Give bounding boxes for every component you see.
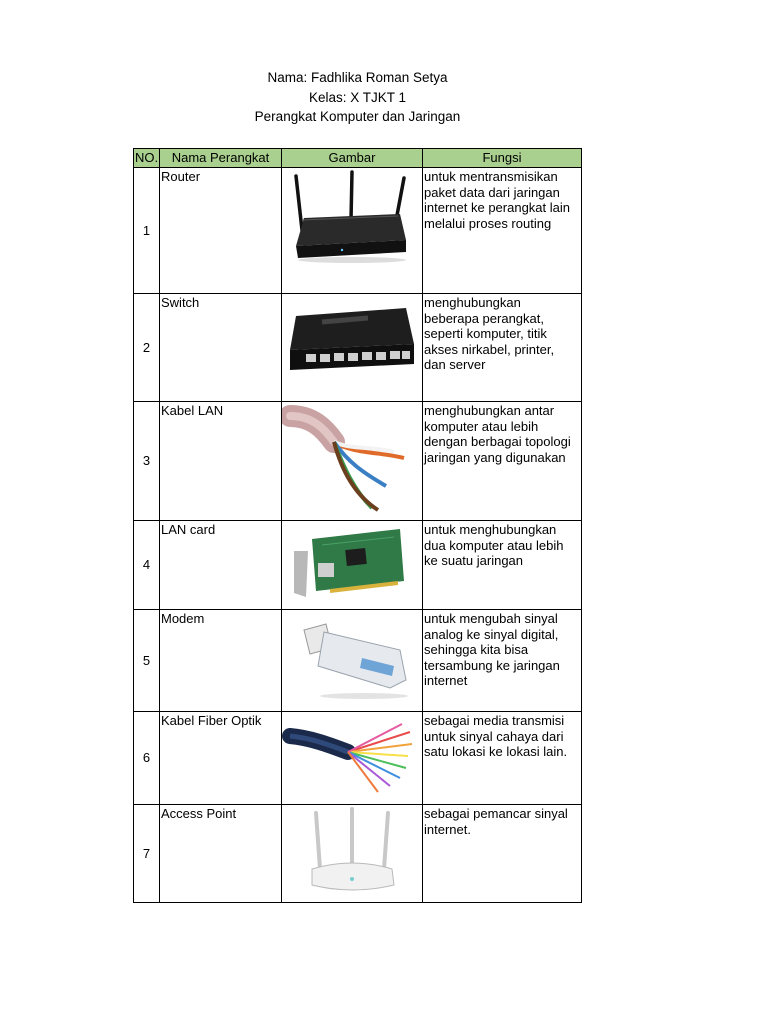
device-name: Router [159,167,282,294]
device-name: Kabel LAN [159,401,282,521]
row-number: 5 [133,609,160,712]
fiber-optic-cable-icon [282,712,421,803]
student-class: Kelas: X TJKT 1 [308,90,407,105]
row-number: 6 [133,711,160,805]
row-number: 3 [133,401,160,521]
lan-cable-icon [282,402,421,519]
device-table: NO. Nama Perangkat Gambar Fungsi 1 Route… [133,148,582,903]
table-row: 6 Kabel Fiber Optik se [133,711,582,805]
device-function: untuk mentransmisikan paket data dari ja… [422,167,582,294]
access-point-icon [282,805,421,901]
col-header-image: Gambar [281,148,423,168]
table-header-row: NO. Nama Perangkat Gambar Fungsi [133,148,582,168]
table-row: 1 Router untuk mentransmisika [133,167,582,294]
device-name: Access Point [159,804,282,903]
row-number: 2 [133,293,160,402]
usb-modem-icon [282,610,421,710]
col-header-function: Fungsi [422,148,582,168]
device-name: LAN card [159,520,282,610]
lan-card-icon [282,521,421,609]
device-function: untuk mengubah sinyal analog ke sinyal d… [422,609,582,712]
device-function: sebagai media transmisi untuk sinyal cah… [422,711,582,805]
table-row: 4 LAN card untuk menghubungkan dua kompu… [133,520,582,610]
row-number: 1 [133,167,160,294]
device-name: Modem [159,609,282,712]
device-name: Kabel Fiber Optik [159,711,282,805]
table-row: 2 Switch [133,293,582,402]
student-name: Nama: Fadhlika Roman Setya [267,70,448,85]
table-row: 5 Modem untuk mengubah sinyal analog ke … [133,609,582,712]
table-row: 3 Kabel LAN menghubungkan antar komputer… [133,401,582,521]
col-header-name: Nama Perangkat [159,148,282,168]
device-name: Switch [159,293,282,402]
col-header-no: NO. [133,148,160,168]
device-function: menghubungkan beberapa perangkat, sepert… [422,293,582,402]
table-row: 7 Access Point sebagai pemancar sinyal i… [133,804,582,903]
document-title: Perangkat Komputer dan Jaringan [254,109,461,124]
device-function: sebagai pemancar sinyal internet. [422,804,582,903]
switch-icon [282,294,421,400]
router-icon [282,168,421,292]
device-function: menghubungkan antar komputer atau lebih … [422,401,582,521]
device-function: untuk menghubungkan dua komputer atau le… [422,520,582,610]
row-number: 4 [133,520,160,610]
row-number: 7 [133,804,160,903]
